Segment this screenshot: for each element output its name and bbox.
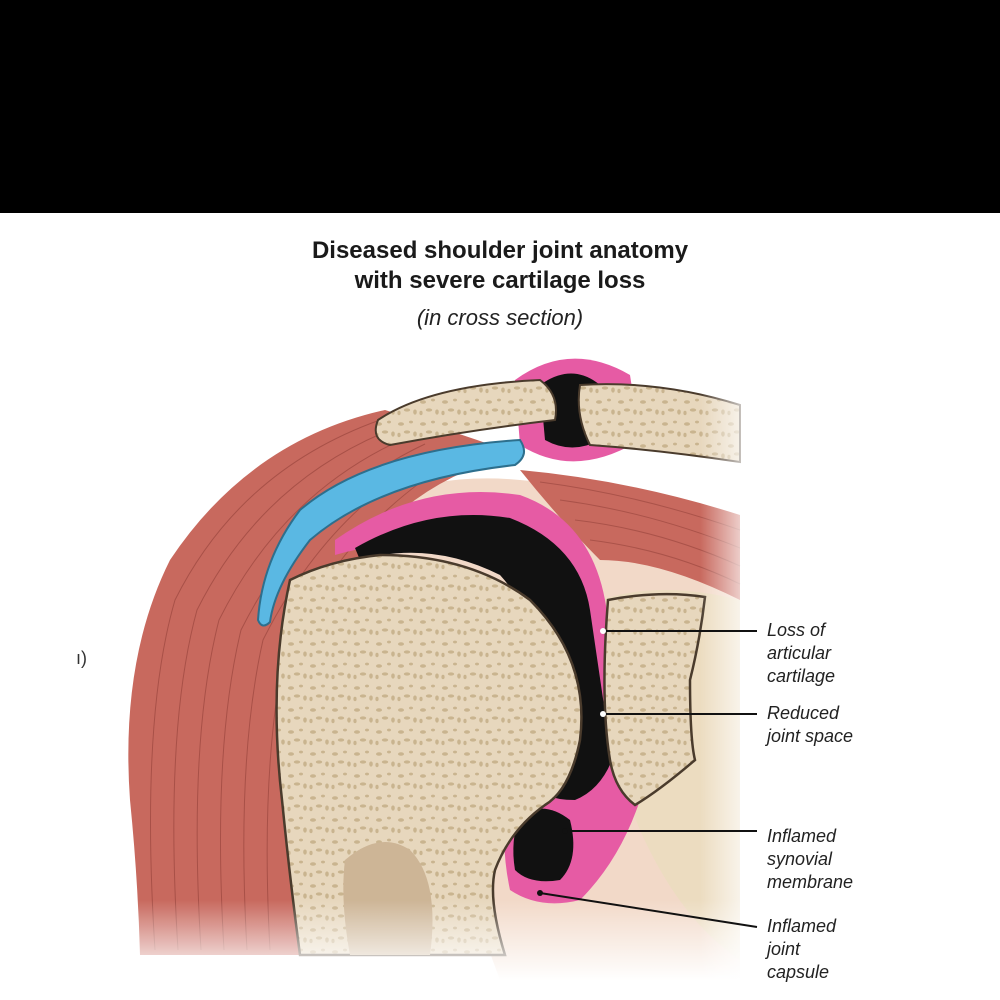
cropped-edge-text: ı) [76,648,87,668]
label-line: Loss of [767,620,826,640]
label-line: Inflamed [767,916,837,936]
leader-lines [537,628,758,928]
label-line: articular [767,643,832,663]
deltoid-muscle [128,410,520,955]
label-loss-of-articular-cartilage: Loss of articular cartilage [767,619,835,688]
clavicle-bone [577,383,741,464]
label-inflamed-joint-capsule: Inflamed joint capsule [767,915,836,984]
label-line: joint space [767,726,854,746]
title-line: Diseased shoulder joint anatomy [311,237,689,264]
title-line: with severe cartilage loss [354,267,646,294]
label-reduced-joint-space: Reduced joint space [767,702,853,748]
label-line: Reduced [767,703,840,723]
label-line: joint [767,939,801,959]
label-line: capsule [767,962,830,982]
label-line: synovial [767,849,833,869]
subacromial-bursa [256,438,525,627]
acromion-bone [374,378,557,447]
diagram-title: Diseased shoulder joint anatomy with sev… [200,236,800,296]
label-inflamed-synovial-membrane: Inflamed synovial membrane [767,825,853,894]
label-line: membrane [767,872,854,892]
label-line: Inflamed [767,826,837,846]
leader-line-capsule [539,892,758,928]
diagram-subtitle: (in cross section) [416,305,584,330]
label-line: cartilage [767,666,836,686]
inferior-recess [513,808,574,882]
